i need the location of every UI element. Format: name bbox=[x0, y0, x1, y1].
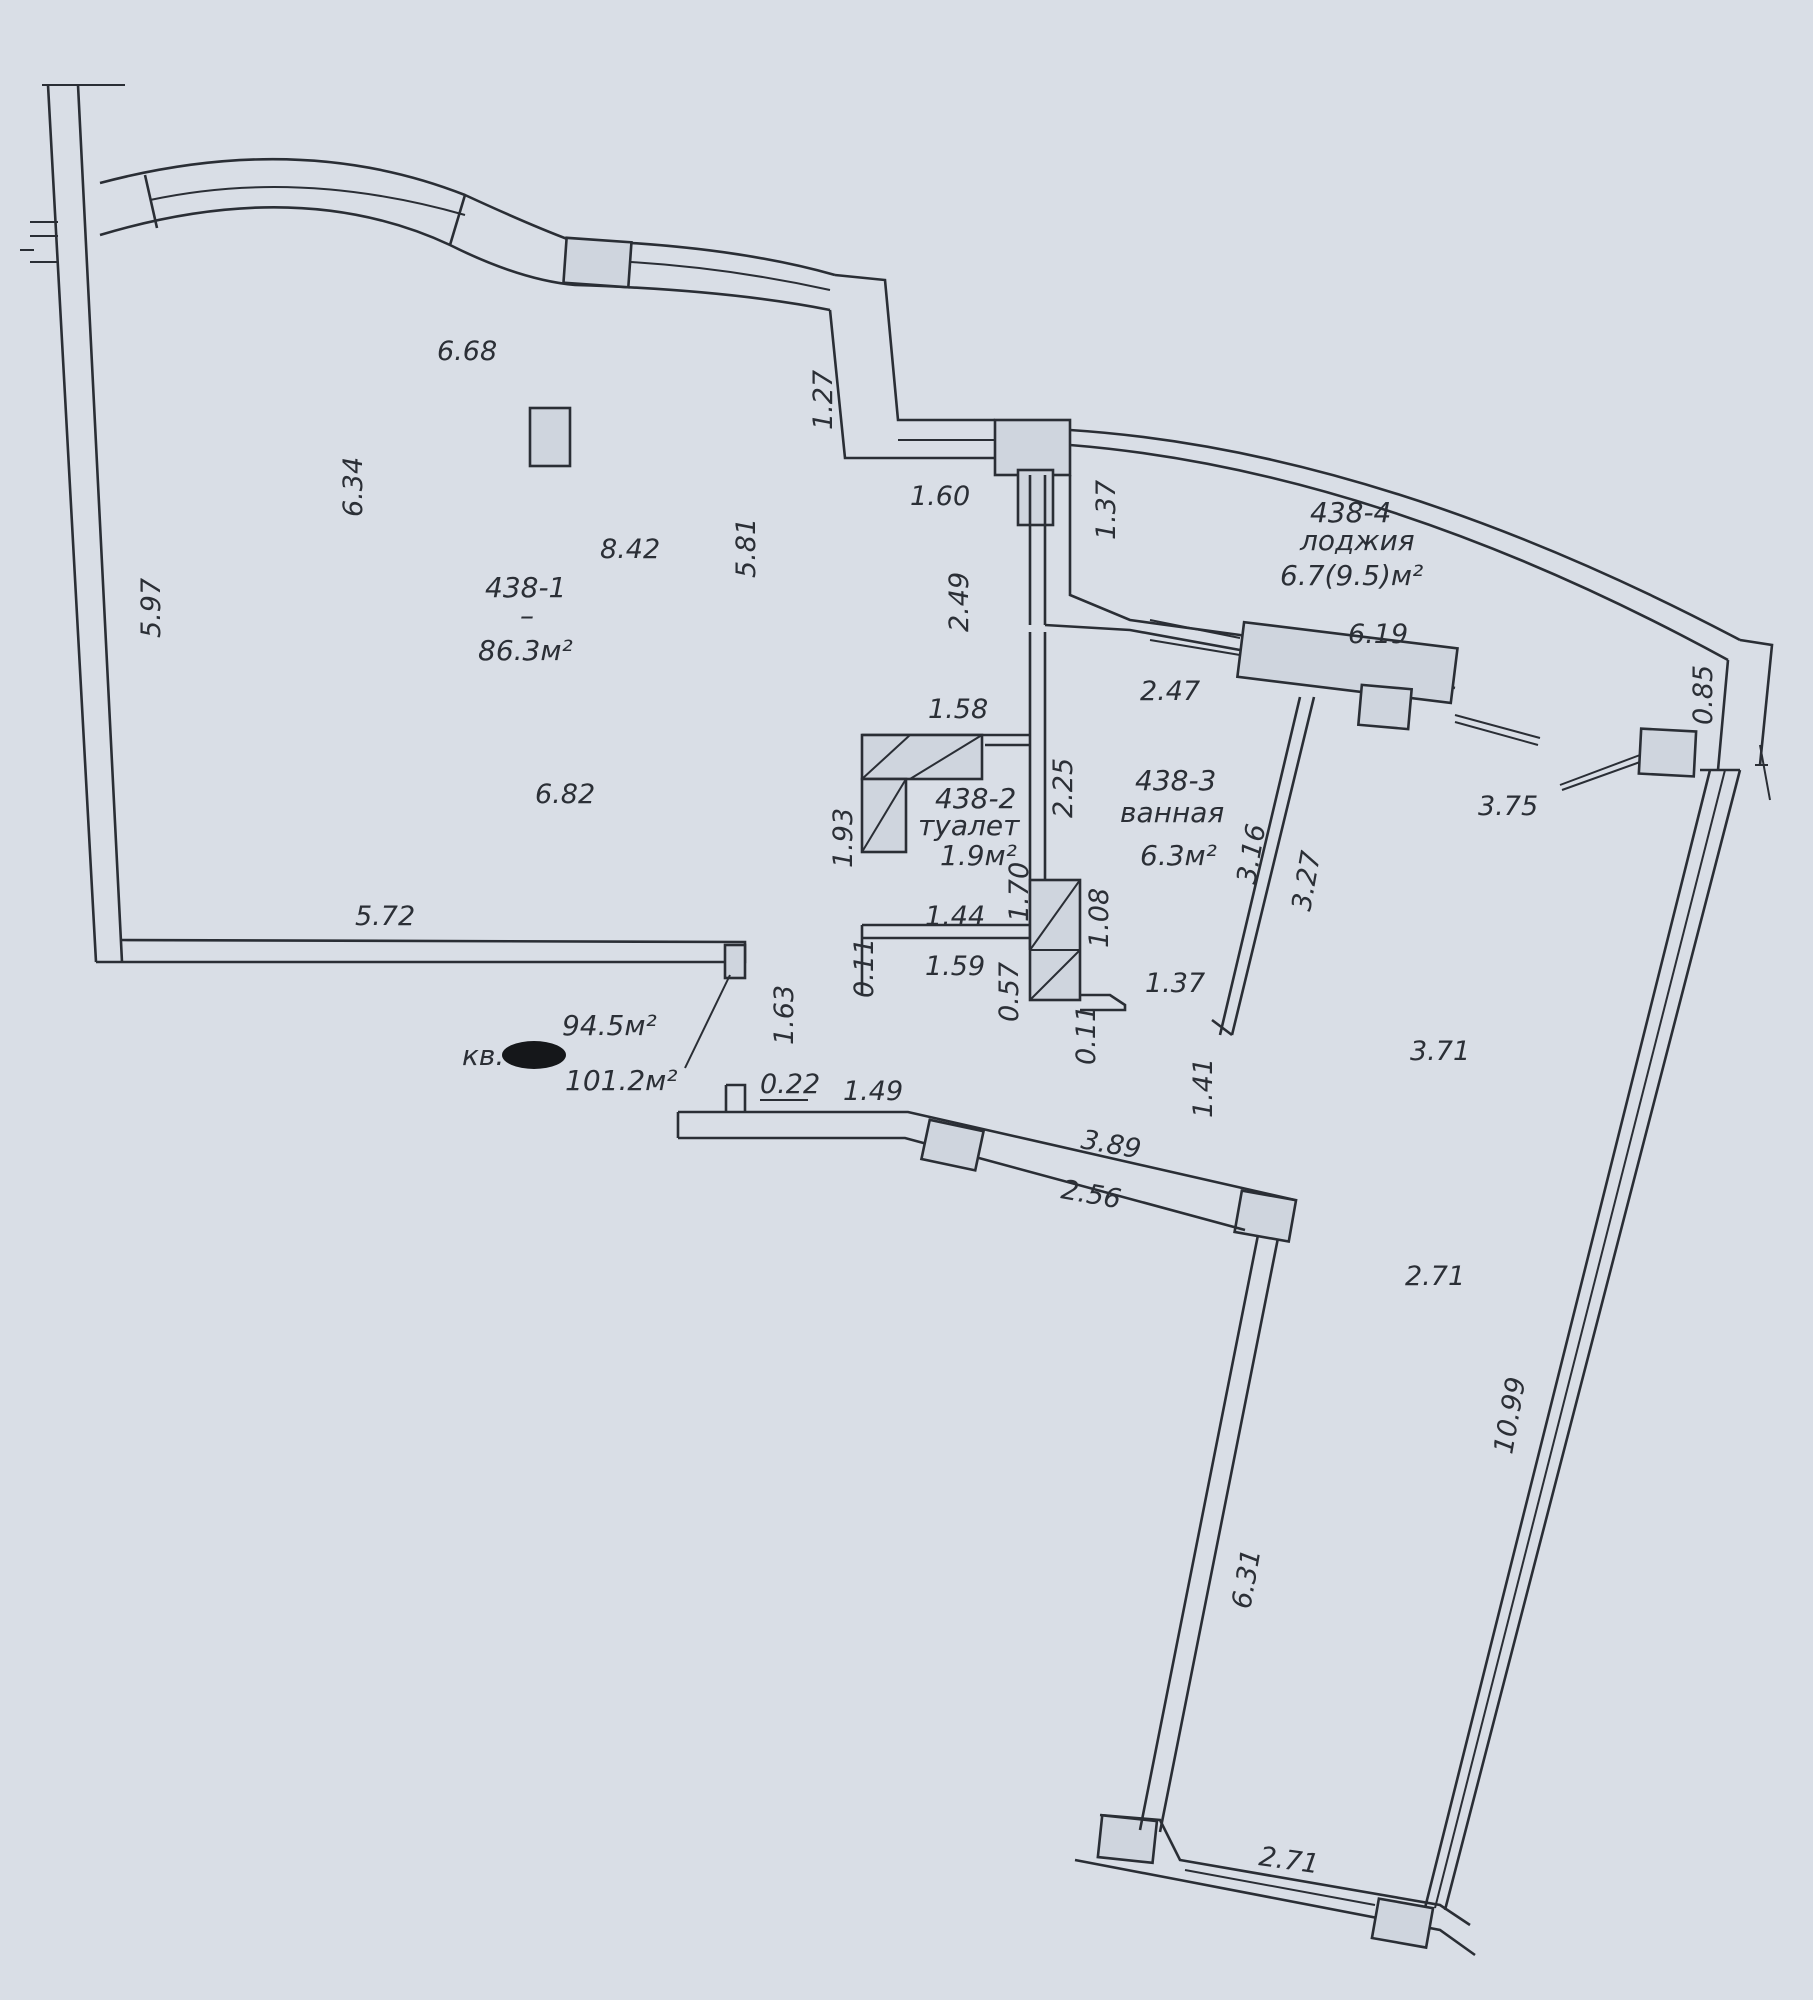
bath-right-partition bbox=[1211, 696, 1316, 1037]
room-438-1-dash: – bbox=[520, 599, 534, 632]
room-438-3-area: 6.3м² bbox=[1140, 839, 1217, 872]
bath-bottom-stub bbox=[1080, 993, 1127, 1012]
right-door-leaf bbox=[1559, 754, 1641, 791]
dim-6-19: 6.19 bbox=[1348, 619, 1408, 650]
dim-0-22: 0.22 bbox=[760, 1069, 820, 1100]
room-438-3-id: 438-3 bbox=[1135, 764, 1216, 797]
room-438-4-name: лоджия bbox=[1299, 524, 1415, 557]
toilet-cabinet-top-x bbox=[861, 734, 983, 780]
loggia-door-leaf-1 bbox=[1454, 714, 1541, 746]
room-438-2-name: туалет bbox=[918, 809, 1020, 842]
entry-door-swing bbox=[684, 974, 731, 1069]
right-wall-stub bbox=[1755, 744, 1771, 801]
main-bottom-pier bbox=[723, 943, 747, 980]
bottom-pier-right bbox=[1370, 1897, 1435, 1950]
apartment-area-total: 101.2м² bbox=[565, 1064, 678, 1097]
bath-cabinet-x bbox=[1029, 879, 1081, 1001]
dim-6-68: 6.68 bbox=[437, 336, 497, 367]
room-438-4-area: 6.7(9.5)м² bbox=[1280, 559, 1423, 592]
dim-1-44: 1.44 bbox=[925, 901, 985, 932]
dim-1-58: 1.58 bbox=[928, 694, 988, 725]
mid-slanted-wall bbox=[678, 1110, 1296, 1232]
loggia-door-block bbox=[1356, 683, 1414, 731]
dim-1-37-mid: 1.37 bbox=[1145, 968, 1205, 999]
pier-top-center bbox=[993, 418, 1072, 477]
dim-3-71: 3.71 bbox=[1410, 1036, 1470, 1067]
left-wall-stub bbox=[20, 221, 58, 263]
dim-1-63: 1.63 bbox=[769, 985, 800, 1045]
dim-0-57: 0.57 bbox=[994, 962, 1025, 1022]
dim-0-85: 0.85 bbox=[1688, 665, 1719, 725]
dim-2-25: 2.25 bbox=[1048, 758, 1079, 818]
dimension-labels: 6.68 6.34 1.27 8.42 5.81 1.60 1.37 5.97 … bbox=[136, 336, 1719, 1880]
inner-long-wall bbox=[1138, 1234, 1280, 1833]
loggia-window bbox=[1149, 619, 1241, 656]
entry-stub bbox=[676, 1083, 747, 1138]
top-curved-wall-outer bbox=[99, 157, 836, 277]
bottom-pier-left bbox=[1096, 1813, 1159, 1865]
top-curved-wall-inner bbox=[99, 206, 831, 312]
left-outer-wall bbox=[46, 84, 124, 964]
dim-5-72: 5.72 bbox=[355, 901, 415, 932]
bottom-window-lines bbox=[1184, 1869, 1376, 1906]
redaction-blot bbox=[502, 1041, 566, 1069]
walls bbox=[20, 84, 1774, 1957]
top-wall-window-lines bbox=[149, 186, 831, 291]
dim-1-59: 1.59 bbox=[925, 951, 985, 982]
center-partition bbox=[1028, 475, 1047, 950]
loggia-curve-outer bbox=[1069, 428, 1741, 642]
dim-1-49: 1.49 bbox=[843, 1076, 903, 1107]
room-438-1-id: 438-1 bbox=[485, 571, 566, 604]
dim-2-49: 2.49 bbox=[944, 572, 975, 632]
room-438-2-id: 438-2 bbox=[935, 782, 1016, 815]
room-438-2-area: 1.9м² bbox=[940, 839, 1017, 872]
dim-5-97: 5.97 bbox=[136, 578, 167, 638]
dim-2-71-mid: 2.71 bbox=[1405, 1261, 1465, 1292]
mid-slanted-pier bbox=[919, 1118, 986, 1172]
dim-1-93: 1.93 bbox=[828, 808, 859, 868]
room-438-3-name: ванная bbox=[1120, 796, 1224, 829]
dim-0-11-right: 0.11 bbox=[1071, 1005, 1102, 1065]
dim-1-70: 1.70 bbox=[1004, 862, 1035, 922]
dim-1-41: 1.41 bbox=[1188, 1058, 1219, 1118]
dim-5-81: 5.81 bbox=[731, 518, 762, 578]
dim-6-82: 6.82 bbox=[535, 779, 595, 810]
wall-step bbox=[828, 273, 995, 460]
toilet-cabinet-left-x bbox=[861, 778, 907, 853]
loggia-right-wall bbox=[1716, 638, 1774, 771]
top-wall-block-1 bbox=[562, 236, 633, 289]
dim-8-42: 8.42 bbox=[600, 534, 660, 565]
loggia-curve-inner bbox=[1069, 443, 1729, 662]
dim-1-37-top: 1.37 bbox=[1091, 480, 1122, 540]
toilet-lower-partition bbox=[860, 923, 1030, 995]
apartment-area-living: 94.5м² bbox=[562, 1009, 657, 1042]
dim-2-47: 2.47 bbox=[1140, 676, 1200, 707]
dim-6-34: 6.34 bbox=[338, 457, 369, 517]
dim-1-60: 1.60 bbox=[910, 481, 970, 512]
room-labels: 438-1 – 86.3м² 438-2 туалет 1.9м² 438-3 … bbox=[462, 496, 1423, 1097]
top-wall-pier-1 bbox=[143, 174, 159, 229]
room-438-4-id: 438-4 bbox=[1310, 496, 1391, 529]
apartment-label: кв. bbox=[462, 1039, 504, 1072]
dim-3-75: 3.75 bbox=[1478, 791, 1538, 822]
column-square bbox=[1016, 468, 1055, 527]
right-long-wall-inner bbox=[1434, 769, 1726, 1909]
dim-1-08: 1.08 bbox=[1084, 888, 1115, 948]
dim-1-27: 1.27 bbox=[808, 370, 839, 430]
right-door-block bbox=[1637, 727, 1698, 778]
room-438-1-area: 86.3м² bbox=[478, 634, 573, 667]
column-marker bbox=[528, 406, 572, 468]
right-long-wall bbox=[1423, 768, 1742, 1911]
dim-0-11-left: 0.11 bbox=[849, 938, 880, 998]
loggia-pier bbox=[1235, 620, 1459, 705]
